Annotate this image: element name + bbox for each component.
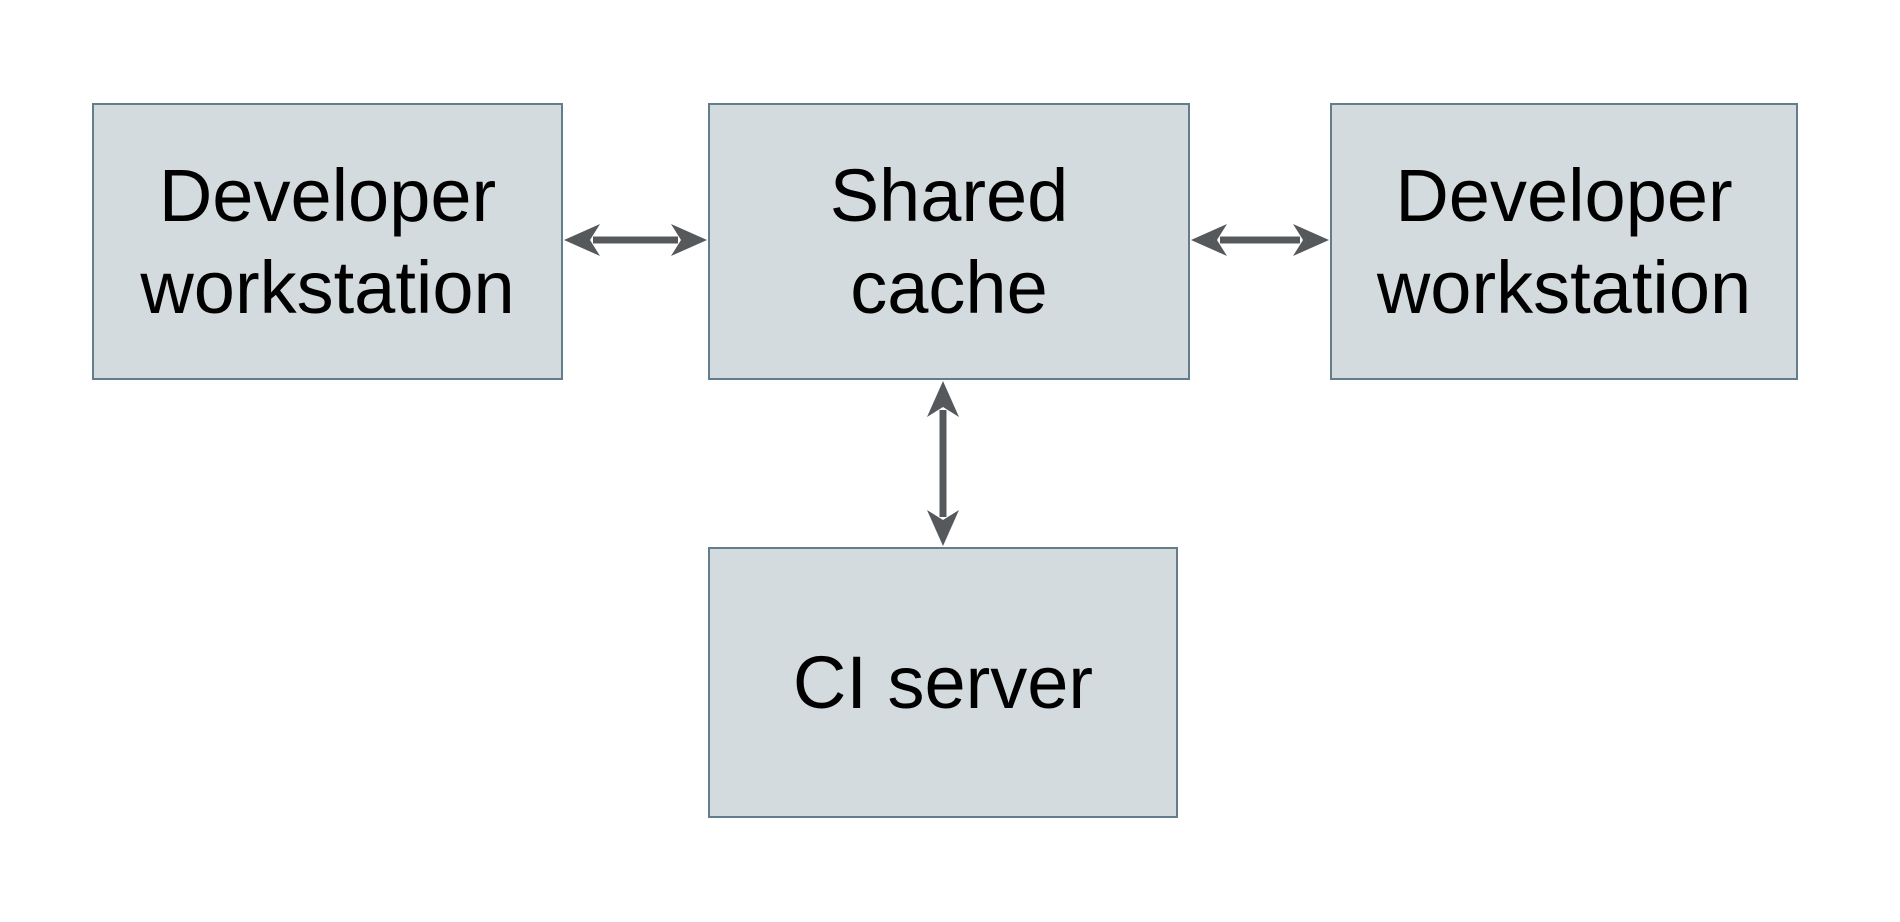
- node-label: Shared: [829, 153, 1069, 237]
- node-label: workstation: [1376, 245, 1752, 329]
- node-shared-cache: Shared cache: [708, 103, 1190, 380]
- node-label: cache: [850, 245, 1048, 329]
- node-developer-workstation-left: Developer workstation: [92, 103, 563, 380]
- node-developer-workstation-right: Developer workstation: [1330, 103, 1798, 380]
- double-arrow-icon: [563, 218, 708, 262]
- node-label: workstation: [140, 245, 515, 329]
- node-label: Developer: [1395, 153, 1733, 237]
- node-ci-server: CI server: [708, 547, 1178, 818]
- node-label: CI server: [792, 640, 1094, 724]
- double-arrow-icon: [921, 380, 965, 547]
- node-label: Developer: [158, 153, 497, 237]
- double-arrow-icon: [1190, 218, 1330, 262]
